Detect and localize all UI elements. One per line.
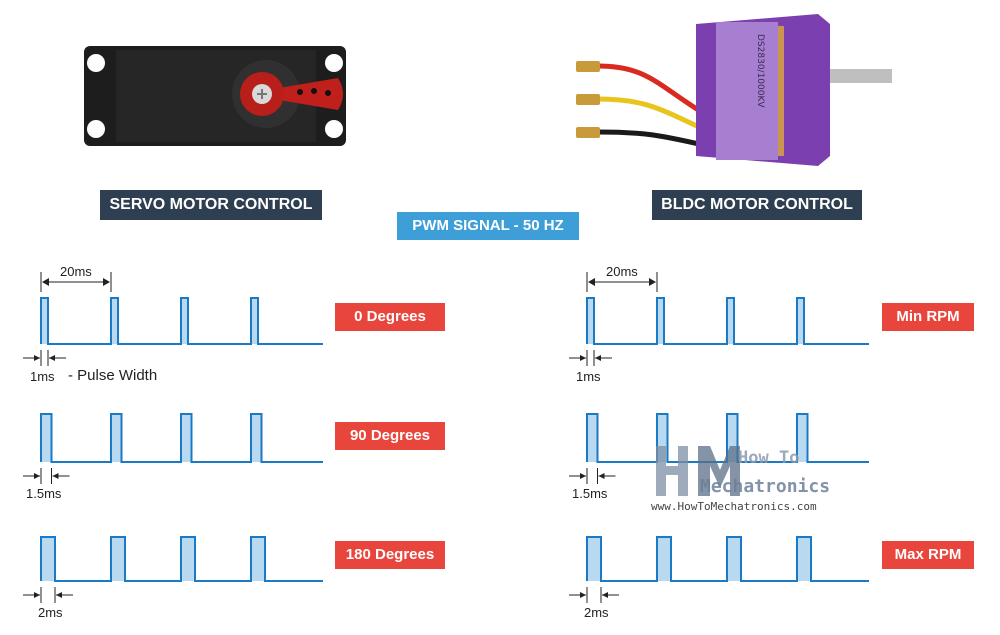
- servo-pulse-fill-1-0: [41, 414, 52, 462]
- servo-signal-line-1: [40, 413, 323, 463]
- bldc-pulse-fill-0-0: [587, 298, 594, 344]
- servo-pulse-fill-0-1: [111, 298, 118, 344]
- bldc-pulse-label-0: 1ms: [576, 369, 601, 384]
- servo-state-1: 90 Degrees: [335, 422, 445, 450]
- bldc-pulse-fill-0-3: [797, 298, 804, 344]
- pwm-signal-label: PWM SIGNAL - 50 HZ: [397, 212, 579, 240]
- bldc-state-0: Min RPM: [882, 303, 974, 331]
- bldc-pulse-fill-1-1: [657, 414, 668, 462]
- servo-width-arrowhead-left-2: [34, 592, 40, 598]
- bldc-pulse-fill-2-0: [587, 537, 601, 581]
- bldc-pulse-label-1: 1.5ms: [572, 486, 608, 501]
- bldc-pulse-fill-2-3: [797, 537, 811, 581]
- servo-state-2: 180 Degrees: [335, 541, 445, 569]
- bldc-pulse-fill-1-0: [587, 414, 598, 462]
- servo-period-label: 20ms: [60, 264, 92, 279]
- bldc-pulse-fill-2-2: [727, 537, 741, 581]
- bldc-signal-line-0: [586, 297, 869, 345]
- servo-motor-illustration: [84, 46, 346, 146]
- watermark-logo-icon: [656, 446, 740, 496]
- bldc-heading: BLDC MOTOR CONTROL: [652, 190, 862, 220]
- servo-period-arrowhead-right: [103, 278, 110, 286]
- motor-marking: DS2830/1000KV: [755, 34, 765, 108]
- servo-signal-line-2: [40, 536, 323, 582]
- bldc-pulse-label-2: 2ms: [584, 605, 609, 620]
- watermark-url: www.HowToMechatronics.com: [651, 500, 817, 513]
- servo-pulse-fill-2-1: [111, 537, 125, 581]
- bldc-period-label: 20ms: [606, 264, 638, 279]
- servo-width-arrowhead-right-0: [49, 355, 55, 361]
- servo-width-arrowhead-left-1: [34, 473, 40, 479]
- bldc-signal-line-2: [586, 536, 869, 582]
- servo-pulse-label-0: 1ms: [30, 369, 55, 384]
- bldc-width-arrowhead-right-1: [598, 473, 605, 479]
- servo-pulse-fill-1-3: [251, 414, 262, 462]
- servo-state-0: 0 Degrees: [335, 303, 445, 331]
- pulse-width-caption: - Pulse Width: [68, 367, 158, 384]
- servo-pulse-fill-2-0: [41, 537, 55, 581]
- watermark-line1: How To: [738, 448, 800, 468]
- servo-pulse-fill-2-3: [251, 537, 265, 581]
- servo-width-arrowhead-right-2: [56, 592, 62, 598]
- servo-pulse-label-2: 2ms: [38, 605, 63, 620]
- bldc-width-arrowhead-left-2: [580, 592, 586, 598]
- servo-width-arrowhead-left-0: [34, 355, 40, 361]
- bldc-width-arrowhead-right-2: [602, 592, 608, 598]
- servo-period-arrowhead-left: [42, 278, 49, 286]
- servo-pulse-fill-1-1: [111, 414, 122, 462]
- bldc-state-2: Max RPM: [882, 541, 974, 569]
- bldc-pulse-fill-2-1: [657, 537, 671, 581]
- servo-pulse-fill-0-3: [251, 298, 258, 344]
- bldc-period-arrowhead-left: [588, 278, 595, 286]
- servo-pulse-fill-0-0: [41, 298, 48, 344]
- bldc-pulse-fill-0-1: [657, 298, 664, 344]
- servo-pulse-fill-1-2: [181, 414, 192, 462]
- bldc-pulse-fill-1-2: [727, 414, 738, 462]
- bldc-width-arrowhead-left-0: [580, 355, 586, 361]
- watermark-line2: Mechatronics: [700, 476, 831, 497]
- bldc-period-arrowhead-right: [649, 278, 656, 286]
- bldc-pulse-fill-0-2: [727, 298, 734, 344]
- bldc-width-arrowhead-left-1: [580, 473, 586, 479]
- bldc-motor-illustration: DS2830/1000KV: [576, 14, 892, 166]
- bldc-pulse-fill-1-3: [797, 414, 808, 462]
- servo-heading: SERVO MOTOR CONTROL: [100, 190, 322, 220]
- servo-signal-line-0: [40, 297, 323, 345]
- servo-pulse-fill-2-2: [181, 537, 195, 581]
- servo-width-arrowhead-right-1: [52, 473, 59, 479]
- servo-pulse-label-1: 1.5ms: [26, 486, 62, 501]
- bldc-width-arrowhead-right-0: [595, 355, 601, 361]
- servo-pulse-fill-0-2: [181, 298, 188, 344]
